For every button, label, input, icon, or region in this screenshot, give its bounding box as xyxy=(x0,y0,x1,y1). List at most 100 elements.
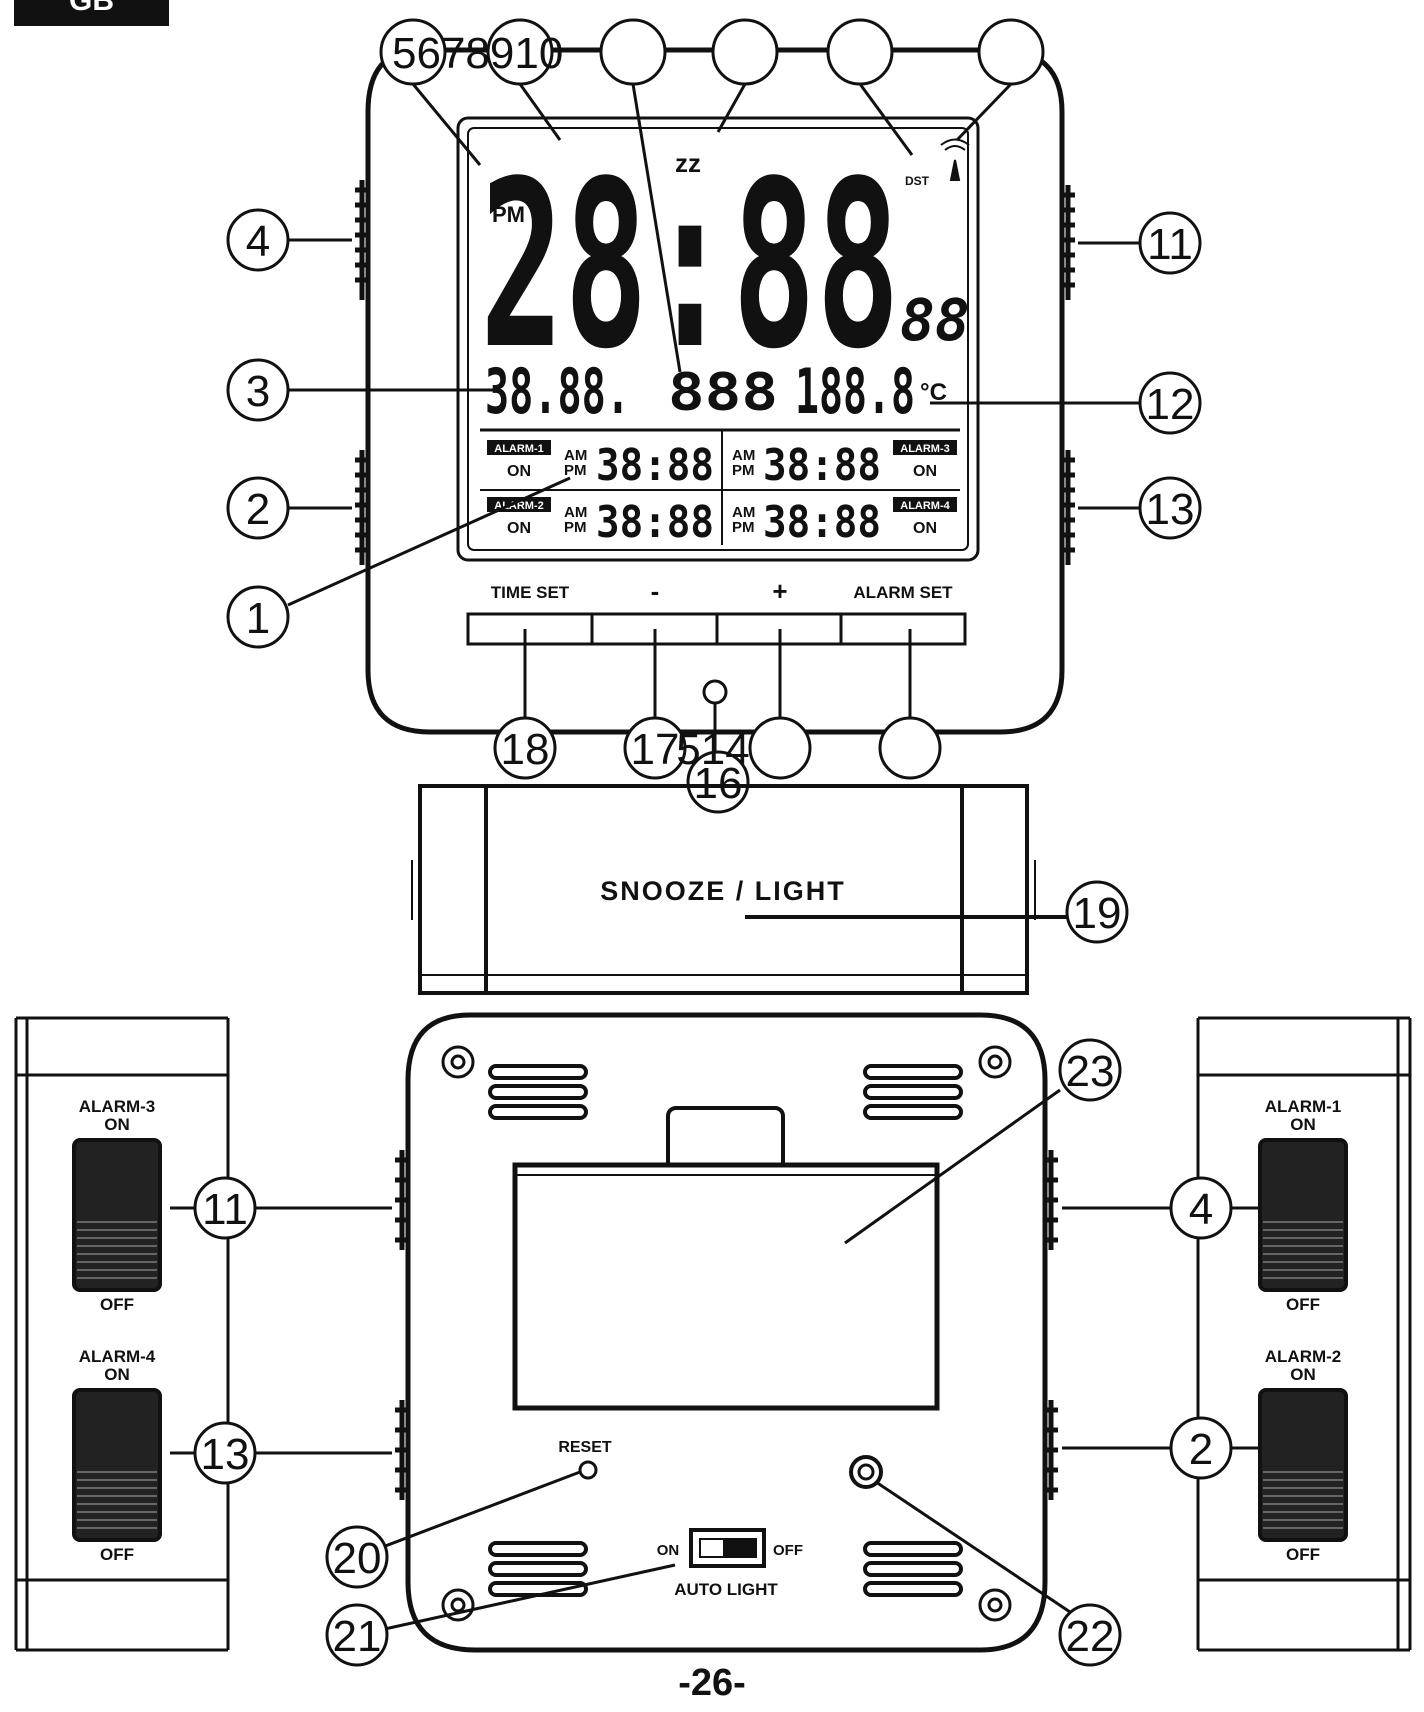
reset-label: RESET xyxy=(558,1439,612,1456)
lcd-seconds: 88 xyxy=(900,286,970,354)
back-screws xyxy=(441,1045,1012,1622)
switch-title: ALARM-3 xyxy=(79,1097,156,1116)
side-knob-right-top xyxy=(1061,185,1075,300)
front-button-label-3: ALARM SET xyxy=(853,583,953,602)
auto-light-switch xyxy=(689,1528,766,1568)
left-side-panel xyxy=(14,1016,230,1652)
alarm-pm-left: PM xyxy=(564,462,587,479)
alarm-slide-switch[interactable] xyxy=(72,1388,162,1542)
alarm-badge-right-label: ALARM-3 xyxy=(900,443,950,455)
alarm-slide-switch[interactable] xyxy=(1258,1138,1348,1292)
callout-5678910: 5678910 xyxy=(392,29,563,78)
battery-compartment xyxy=(512,1162,940,1411)
callout-17: 17 xyxy=(631,725,680,774)
callout-back-2: 2 xyxy=(1189,1425,1213,1474)
callout-2: 2 xyxy=(246,485,270,534)
alarm-badge-left-label: ALARM-2 xyxy=(494,500,544,512)
side-callouts xyxy=(226,208,1202,649)
alarm-badge-left-label: ALARM-1 xyxy=(494,443,544,455)
back-housing xyxy=(405,1012,1048,1653)
callout-20: 20 xyxy=(333,1534,382,1583)
language-tab-label: GB xyxy=(69,0,114,17)
lcd-screen-inner xyxy=(467,127,969,551)
callout-16: 16 xyxy=(694,759,743,808)
page-number: -26- xyxy=(678,1662,746,1704)
front-button-0[interactable] xyxy=(472,617,588,641)
alarm-slide-switch[interactable] xyxy=(1258,1388,1348,1542)
alarm-time-right: 38:88 xyxy=(763,497,881,548)
right-side-panel xyxy=(1196,1016,1412,1652)
switch-title: ALARM-2 xyxy=(1265,1347,1342,1366)
back-callouts xyxy=(170,1038,1258,1667)
alarm-on-left: ON xyxy=(507,520,531,537)
alarm-pm-right: PM xyxy=(732,519,755,536)
switch-on-label: ON xyxy=(1290,1365,1316,1384)
alarm-pm-right: PM xyxy=(732,462,755,479)
battery-cover-tab xyxy=(666,1106,785,1172)
alarm-time-left: 38:88 xyxy=(596,440,714,491)
alarm-am-left: AM xyxy=(564,447,587,464)
side-knob-left-bottom xyxy=(355,450,369,565)
callout-23: 23 xyxy=(1066,1047,1115,1096)
lcd-date: 38.88. xyxy=(485,355,630,428)
dc-jack xyxy=(849,1455,883,1489)
alarm-on-right: ON xyxy=(913,463,937,480)
alarm-time-right: 38:88 xyxy=(763,440,881,491)
lcd-main-time: 28:88 xyxy=(480,133,900,400)
switch-title: ALARM-4 xyxy=(79,1347,156,1366)
front-button-strip: TIME SET - + ALARM SET xyxy=(466,576,967,646)
switch-title: ALARM-1 xyxy=(1265,1097,1342,1116)
callout-19: 19 xyxy=(1073,889,1122,938)
lcd-dst: DST xyxy=(905,174,930,188)
callout-18: 18 xyxy=(501,725,550,774)
lcd-am: AM xyxy=(492,180,526,205)
radio-signal-icon xyxy=(940,138,970,181)
side-knob-left-top xyxy=(355,180,369,300)
callout-1: 1 xyxy=(246,594,270,643)
lcd-snooze-zz: zz xyxy=(675,148,701,178)
snooze-light-label: SNOOZE / LIGHT xyxy=(600,876,846,906)
callout-back-4: 4 xyxy=(1189,1185,1213,1234)
alarm-on-right: ON xyxy=(913,520,937,537)
front-button-label-1: - xyxy=(651,576,660,606)
reset-hole xyxy=(578,1460,598,1480)
alarm-time-left: 38:88 xyxy=(596,497,714,548)
snooze-bar-outline xyxy=(418,784,1029,995)
alarm-badge-right xyxy=(893,440,957,455)
light-sensor xyxy=(702,679,728,705)
auto-light-label: AUTO LIGHT xyxy=(674,1580,778,1599)
callout-4: 4 xyxy=(246,217,270,266)
front-button-3[interactable] xyxy=(845,617,961,641)
callout-back-13: 13 xyxy=(201,1430,250,1479)
front-button-label-0: TIME SET xyxy=(491,583,570,602)
switch-off-label: OFF xyxy=(100,1545,134,1564)
alarm-am-left: AM xyxy=(564,504,587,521)
callout-21: 21 xyxy=(333,1612,382,1661)
callout-back-11: 11 xyxy=(202,1185,248,1234)
callout-3: 3 xyxy=(246,367,270,416)
alarm-badge-right xyxy=(893,497,957,512)
switch-on-label: ON xyxy=(104,1365,130,1384)
callout-11: 11 xyxy=(1147,220,1193,269)
alarm-on-left: ON xyxy=(507,463,531,480)
lcd-day: 888 xyxy=(668,363,778,423)
front-housing xyxy=(365,47,1065,735)
lcd-screen-outer xyxy=(456,116,980,562)
switch-on-label: ON xyxy=(1290,1115,1316,1134)
alarm-slide-switches: ALARM-3ONOFFALARM-4ONOFFALARM-1ONOFFALAR… xyxy=(72,1097,1348,1564)
alarm-pm-left: PM xyxy=(564,519,587,536)
alarm-am-right: AM xyxy=(732,447,755,464)
bottom-callouts xyxy=(493,629,942,814)
alarm-slide-switch[interactable] xyxy=(72,1138,162,1292)
snooze-bar-view: SNOOZE / LIGHT 19 xyxy=(411,784,1129,995)
top-callouts xyxy=(379,18,1045,373)
front-button-label-2: + xyxy=(772,576,787,606)
side-knob-right-bottom xyxy=(1061,450,1075,565)
alarm-am-right: AM xyxy=(732,504,755,521)
lcd-pm: PM xyxy=(492,202,525,227)
alarm-badge-left xyxy=(487,440,551,455)
callout-22: 22 xyxy=(1066,1612,1115,1661)
